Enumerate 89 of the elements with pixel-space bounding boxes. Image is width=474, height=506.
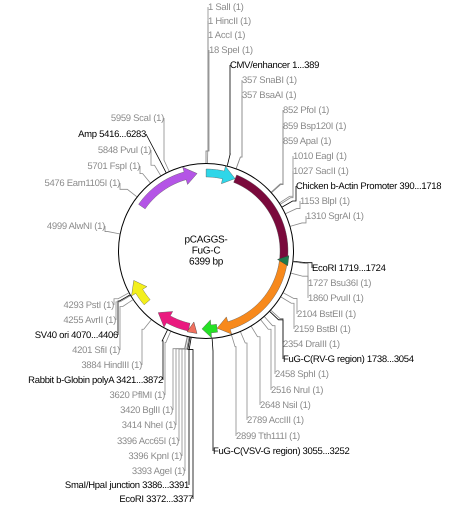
leader-line bbox=[207, 50, 210, 164]
site-label: 5476 Eam1105I (1) bbox=[44, 178, 120, 188]
leader-line bbox=[120, 299, 134, 350]
site-label: 1860 PvuII (1) bbox=[308, 292, 364, 304]
site-label: 1310 SgrAI (1) bbox=[306, 210, 364, 222]
leader-line bbox=[260, 319, 272, 390]
site-label: 4201 SfiI (1) bbox=[72, 344, 120, 356]
site-label: 4293 PstI (1) bbox=[64, 300, 114, 310]
leader-line bbox=[293, 260, 312, 268]
site-label: 2354 DraIII (1) bbox=[283, 338, 340, 350]
site-label: 357 SnaBI (1) bbox=[242, 74, 297, 86]
site-label: 1727 Bsu36I (1) bbox=[308, 278, 372, 288]
plasmid-name: pCAGGS-FuG-C bbox=[184, 234, 228, 256]
leader-line bbox=[188, 337, 194, 500]
leader-line bbox=[140, 166, 151, 184]
site-label: 18 SpeI (1) bbox=[209, 44, 253, 56]
leader-line bbox=[184, 337, 190, 472]
site-label: 357 BsaAI (1) bbox=[242, 90, 296, 100]
site-label: 5701 FspI (1) bbox=[87, 160, 140, 172]
site-label: 1027 SacII (1) bbox=[293, 166, 348, 176]
site-label: 3396 Acc65I (1) bbox=[116, 436, 179, 446]
site-label: 1010 EagI (1) bbox=[293, 150, 347, 162]
site-label: 5959 ScaI (1) bbox=[110, 112, 164, 124]
leader-line bbox=[290, 216, 306, 227]
leader-line bbox=[114, 292, 130, 306]
site-label: 2789 AccIII (1) bbox=[247, 414, 304, 426]
leader-line bbox=[279, 156, 294, 204]
feature-label: CMV/enhancer 1...389 bbox=[230, 60, 320, 70]
site-label: 2104 BstEII (1) bbox=[297, 308, 356, 320]
site-label: 1153 BlpI (1) bbox=[300, 196, 350, 206]
site-label: 3393 AgeI (1) bbox=[132, 466, 185, 476]
leader-line bbox=[285, 200, 300, 214]
leader-line bbox=[176, 336, 188, 426]
leader-line bbox=[280, 170, 294, 204]
leader-line bbox=[231, 334, 236, 436]
feature-label: FuG-C(RV-G region) 1738...3054 bbox=[283, 354, 414, 364]
leader-line bbox=[162, 330, 168, 380]
leader-line bbox=[226, 64, 231, 166]
site-label: 5848 PvuI (1) bbox=[98, 144, 151, 156]
site-label: 1 HincII (1) bbox=[208, 16, 251, 26]
feature-label: SmaI/HpaI junction 3386...3391 bbox=[64, 480, 189, 490]
leader-line bbox=[164, 118, 170, 172]
leader-line bbox=[250, 326, 260, 406]
site-label: 2458 SphI (1) bbox=[275, 368, 329, 380]
site-label: 3884 HindIII (1) bbox=[81, 360, 142, 370]
site-label: 3420 BglII (1) bbox=[120, 404, 173, 416]
site-label: 1 SalI (1) bbox=[208, 2, 244, 12]
leader-line bbox=[240, 332, 248, 420]
feature-label: Chicken b-Actin Promoter 390...1718 bbox=[296, 180, 442, 192]
leader-line bbox=[212, 338, 214, 452]
leader-line bbox=[172, 336, 188, 410]
feature-label: EcoRI 3372...3377 bbox=[119, 494, 193, 504]
leader-line bbox=[282, 186, 296, 208]
site-label: 3396 KpnI (1) bbox=[128, 450, 182, 462]
feature-label: Rabbit b-Globin polyA 3421...3872 bbox=[28, 374, 163, 386]
leader-line bbox=[142, 319, 152, 366]
leader-line bbox=[283, 292, 298, 314]
site-label: 4999 AlwNI (1) bbox=[46, 220, 105, 232]
leader-line bbox=[104, 226, 120, 234]
leader-line bbox=[118, 294, 130, 336]
site-label: 2648 NsiI (1) bbox=[260, 400, 310, 410]
site-label: 3620 PflMI (1) bbox=[110, 390, 165, 400]
leader-line bbox=[178, 336, 190, 442]
site-label: 852 PfoI (1) bbox=[283, 104, 330, 116]
plasmid-size: 6399 bp bbox=[188, 256, 224, 268]
leader-line bbox=[269, 311, 284, 360]
leader-line bbox=[280, 296, 294, 330]
feature-label: EcoRI 1719...1724 bbox=[312, 262, 386, 274]
feature-label: Amp 5416...6283 bbox=[78, 128, 146, 140]
site-label: 859 ApaI (1) bbox=[283, 136, 332, 146]
feature-label: SV40 ori 4070...4406 bbox=[34, 330, 118, 340]
leader-line bbox=[290, 272, 308, 298]
site-label: 1 AccI (1) bbox=[208, 30, 246, 40]
leader-line bbox=[270, 110, 284, 192]
leader-line bbox=[264, 316, 276, 374]
site-label: 2516 NruI (1) bbox=[271, 384, 324, 396]
site-label: 3414 NheI (1) bbox=[122, 420, 176, 430]
leader-line bbox=[120, 182, 138, 198]
site-label: 2899 Tth111I (1) bbox=[236, 430, 300, 442]
site-label: 4255 AvrII (1) bbox=[63, 314, 116, 326]
leader-line bbox=[150, 150, 162, 176]
site-label: 2159 BstBI (1) bbox=[294, 324, 351, 334]
site-label: 859 Bsp120I (1) bbox=[283, 120, 346, 132]
leader-line bbox=[146, 134, 166, 173]
leader-line bbox=[236, 94, 242, 169]
feature-label: FuG-C(VSV-G region) 3055...3252 bbox=[213, 446, 350, 456]
leader-line bbox=[116, 295, 131, 320]
leader-line bbox=[187, 337, 190, 486]
leader-line bbox=[164, 331, 172, 396]
